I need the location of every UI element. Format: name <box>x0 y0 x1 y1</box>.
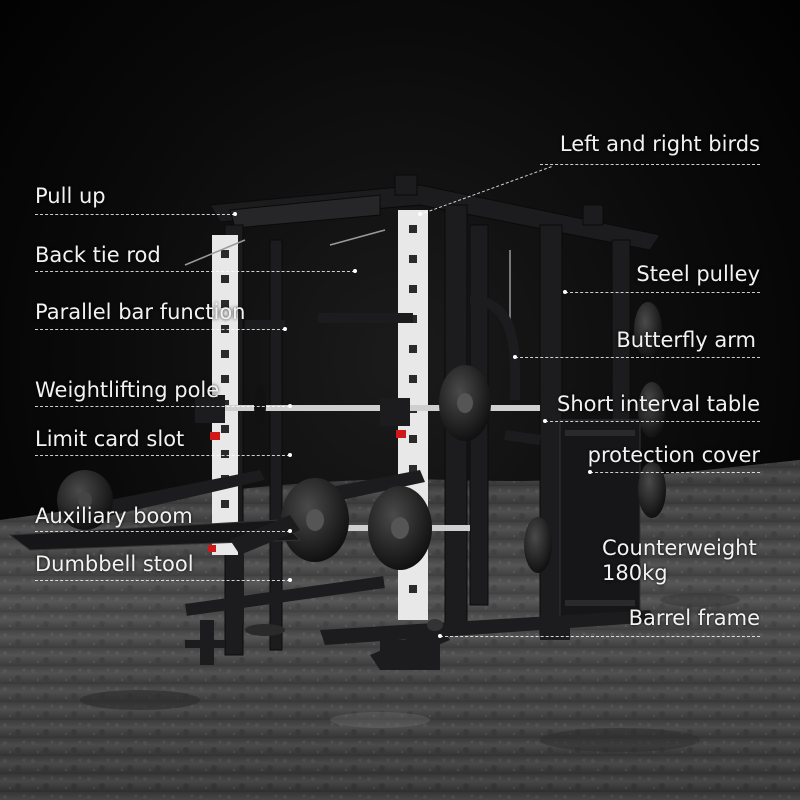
label-weightlifting-pole: Weightlifting pole <box>35 378 220 402</box>
label-dumbbell-stool: Dumbbell stool <box>35 552 194 576</box>
anchor-dot-dumbbell-stool <box>288 578 292 582</box>
label-butterfly-arm: Butterfly arm <box>616 328 756 352</box>
label-short-interval-table: Short interval table <box>557 392 760 416</box>
anchor-dot-birds <box>418 212 422 216</box>
side-plate-storage <box>524 302 666 573</box>
anchor-dot-protection-cover <box>588 470 592 474</box>
anchor-dot-steel-pulley <box>563 290 567 294</box>
leader-barrel-frame <box>440 636 760 637</box>
anchor-dot-back-tie-rod <box>353 269 357 273</box>
leader-limit-card-slot <box>35 455 290 456</box>
label-limit-card-slot: Limit card slot <box>35 427 185 451</box>
anchor-dot-parallel-bar <box>283 327 287 331</box>
anchor-dot-pull-up <box>233 212 237 216</box>
anchor-dot-barrel-frame <box>438 634 442 638</box>
leader-protection-cover <box>590 472 760 473</box>
label-barrel-frame: Barrel frame <box>628 606 760 630</box>
dumbbell-stool <box>8 515 385 665</box>
limit-card-markers <box>208 430 406 552</box>
label-steel-pulley: Steel pulley <box>636 262 760 286</box>
leader-short-interval-table <box>545 421 760 422</box>
anchor-dot-butterfly-arm <box>513 355 517 359</box>
label-back-tie-rod: Back tie rod <box>35 243 161 267</box>
leader-left-and-right-birds <box>540 164 760 165</box>
parallel-bars <box>245 313 413 330</box>
label-pull-up: Pull up <box>35 184 106 208</box>
butterfly-arm <box>469 295 541 445</box>
leader-butterfly-arm <box>515 357 760 358</box>
anchor-dot-auxiliary-boom <box>288 529 292 533</box>
leader-auxiliary-boom <box>35 531 290 532</box>
anchor-dot-weightlifting-pole <box>288 404 292 408</box>
leader-back-tie-rod <box>35 271 355 272</box>
leader-dumbbell-stool <box>35 580 290 581</box>
anchor-dot-short-interval <box>543 419 547 423</box>
label-auxiliary-boom: Auxiliary boom <box>35 504 193 528</box>
label-parallel-bar-function: Parallel bar function <box>35 300 246 324</box>
leader-pull-up <box>35 214 235 215</box>
floor-barbell <box>250 478 470 570</box>
label-protection-cover: protection cover <box>587 443 760 467</box>
leader-parallel-bar-function <box>35 329 285 330</box>
label-counterweight: Counterweight 180kg <box>602 536 757 585</box>
anchor-dot-limit-card-slot <box>288 453 292 457</box>
leader-steel-pulley <box>565 292 760 293</box>
label-left-and-right-birds: Left and right birds <box>559 132 760 156</box>
leader-weightlifting-pole <box>35 406 290 407</box>
weightlifting-bar <box>195 365 540 441</box>
counterweight-tower <box>559 419 641 621</box>
